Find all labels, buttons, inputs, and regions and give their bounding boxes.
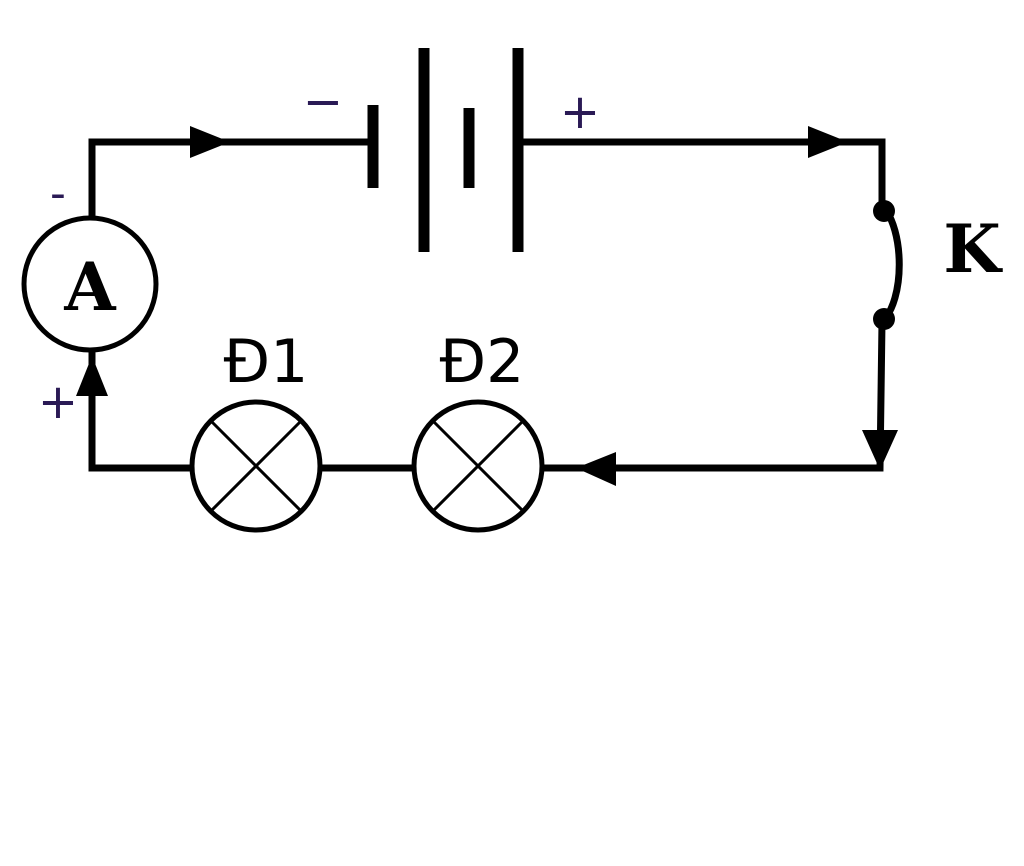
switch-terminal-bottom xyxy=(873,308,895,330)
arrow-up-left xyxy=(76,356,108,396)
battery-plus-label: + xyxy=(560,84,600,140)
lamp-d2-cross-b xyxy=(431,419,525,513)
ammeter-plus-label: + xyxy=(38,374,78,430)
battery xyxy=(367,48,524,252)
switch-contact xyxy=(877,200,903,327)
arrow-right-top-right xyxy=(808,126,848,158)
ammeter: A xyxy=(21,215,159,353)
battery-minus-label: − xyxy=(303,74,343,130)
ammeter-ring xyxy=(21,215,159,353)
arrow-right-top-left xyxy=(190,126,230,158)
ammeter-symbol: A xyxy=(63,248,116,326)
wire-switch-to-lamp2 xyxy=(542,318,886,472)
arrow-down-right xyxy=(862,430,898,470)
wire-lamp1-to-ammeter xyxy=(88,344,194,472)
lamp-d1-cross-b xyxy=(209,419,303,513)
wire-ammeter-to-battery xyxy=(88,138,377,222)
switch-terminal-top xyxy=(873,200,895,222)
switch-label: K xyxy=(943,210,1003,288)
ammeter-minus-label: - xyxy=(50,168,66,219)
lamp-d1 xyxy=(189,399,323,533)
arrow-left-bottom xyxy=(576,452,616,486)
wire-battery-to-switch xyxy=(518,138,886,209)
lamp-d1-label: Đ1 xyxy=(224,327,309,397)
lamp-d2 xyxy=(411,399,545,533)
lamp-d2-label: Đ2 xyxy=(440,327,525,397)
